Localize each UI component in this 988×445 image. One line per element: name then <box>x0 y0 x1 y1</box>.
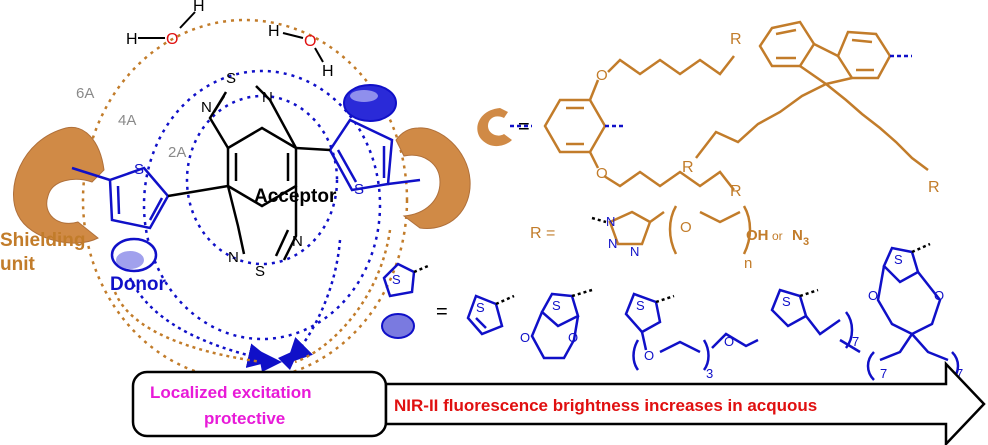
shielding-cup-right <box>395 127 471 229</box>
donor-prodot-sub7b: 7 <box>956 366 963 381</box>
water-h4: H <box>322 63 334 80</box>
ring-6a <box>81 18 409 382</box>
atom-s-bottom: S <box>255 263 265 280</box>
water-h2: H <box>193 0 205 15</box>
arrowhead-left <box>258 350 282 372</box>
shielding-label-line1: Shielding <box>0 230 86 251</box>
brightness-arrow <box>384 360 986 445</box>
water-molecule-right: H O H <box>268 23 334 80</box>
atom-s-thiophene-right: S <box>354 181 364 198</box>
atom-s-top: S <box>226 70 236 87</box>
r-group-4: R <box>928 179 940 196</box>
atom-n-bottom-left: N <box>228 249 239 266</box>
thiophene-left <box>71 166 229 230</box>
atom-n-bottom-right: N <box>292 233 303 250</box>
donor-edot <box>530 288 593 360</box>
water-molecule-left: H O H <box>126 0 205 48</box>
peg-oh: OH <box>746 227 769 244</box>
donor-prodot-s: S <box>894 252 903 267</box>
donor-shield-blob-left <box>110 237 158 273</box>
ring-6a-label: 6A <box>76 85 94 102</box>
r-group-1: R <box>730 31 742 48</box>
donor-oeg-sub3: 3 <box>706 366 713 381</box>
water-o1: O <box>166 31 178 48</box>
legend-cup-icon <box>477 108 512 147</box>
donor-prodot-sub7a: 7 <box>880 366 887 381</box>
atom-n-top-left: N <box>201 99 212 116</box>
donor-prodot-o1: O <box>868 288 878 303</box>
donor-oeg-thiophene <box>624 292 759 371</box>
arrowhead-right <box>278 348 300 370</box>
ring-4a <box>142 69 382 341</box>
acceptor-label: Acceptor <box>254 186 337 207</box>
water-h3: H <box>268 23 280 40</box>
peg-oxygen: O <box>680 219 692 236</box>
donor-alkyl-sub7: 7 <box>852 334 859 349</box>
arrow-text: NIR-II fluorescence brightness increases… <box>394 396 817 415</box>
shielding-label-line2: unit <box>0 254 35 275</box>
peg-n-subscript: n <box>744 255 752 272</box>
donor-alkyl-s: S <box>782 294 791 309</box>
donor-legend-symbol <box>382 262 429 298</box>
donor-oeg-o1: O <box>644 348 654 363</box>
box-text-line1: Localized excitation <box>150 383 312 402</box>
converging-arrows <box>113 229 392 368</box>
acceptor-core <box>208 85 298 261</box>
or-text: or <box>772 229 783 243</box>
donor-prodot <box>866 242 960 381</box>
fluorene <box>695 20 929 171</box>
donor-edot-s: S <box>552 298 561 313</box>
ring-2a <box>185 94 339 266</box>
triazole-peg <box>591 205 752 255</box>
donor-legend-equals: = <box>436 301 448 323</box>
donor-oeg-s: S <box>636 298 645 313</box>
water-h1: H <box>126 31 138 48</box>
donor-edot-o2: O <box>568 330 578 345</box>
r-group-3: R <box>682 159 694 176</box>
ring-2a-label: 2A <box>168 144 186 161</box>
thiophene-right <box>295 118 421 192</box>
donor-edot-o1: O <box>520 330 530 345</box>
r-group-2: R <box>730 183 742 200</box>
donor-prodot-o2: O <box>934 288 944 303</box>
shielding-cup-left <box>13 126 105 244</box>
donor-thiophene <box>466 294 515 336</box>
azide-n: N <box>792 227 803 244</box>
donor-alkyl-thiophene <box>770 288 861 354</box>
dialkoxy-benzene <box>543 55 735 191</box>
donor-legend-blob <box>381 313 415 339</box>
donor-shield-blob-right <box>343 84 397 122</box>
triazole-n3: N <box>630 244 639 259</box>
donor-oeg-o2: O <box>724 334 734 349</box>
box-text-line2: protective <box>204 409 285 428</box>
r-definition-prefix: R = <box>530 225 555 242</box>
triazole-n1: N <box>606 214 615 229</box>
azide-subscript: 3 <box>803 236 809 248</box>
oxygen-top: O <box>596 67 608 84</box>
ring-4a-label: 4A <box>118 112 136 129</box>
water-o2: O <box>304 33 316 50</box>
donor-legend-s: S <box>392 272 401 287</box>
donor-thiophene-s: S <box>476 300 485 315</box>
triazole-n2: N <box>608 236 617 251</box>
donor-label: Donor <box>110 274 167 295</box>
atom-s-thiophene-left: S <box>134 161 144 178</box>
oxygen-bottom: O <box>596 165 608 182</box>
atom-n-top-right: N <box>262 89 273 106</box>
legend-equals-top: = <box>518 116 530 138</box>
